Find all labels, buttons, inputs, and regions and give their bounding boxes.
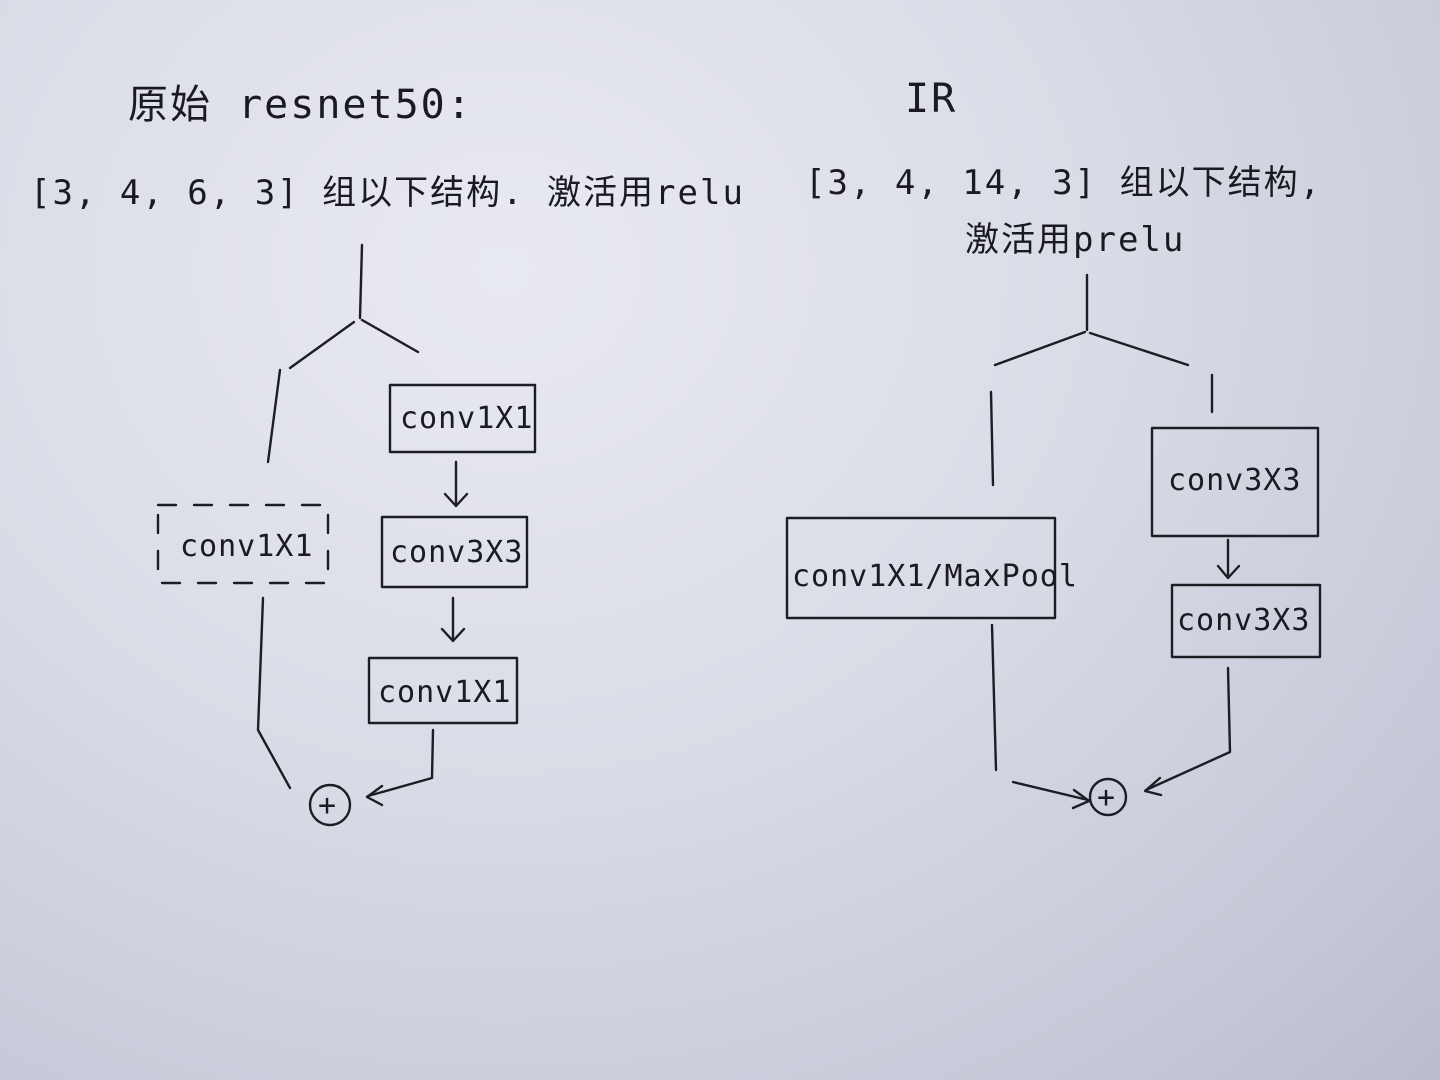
left-description: [3, 4, 6, 3] 组以下结构. 激活用relu [30,173,745,213]
right-shortcut-to-add-line [1011,780,1090,802]
right-split-right [1088,331,1190,367]
left-main-to-add-arrowhead [365,784,384,807]
left-input-line [358,243,364,320]
left-shortcut-line-bottom [256,596,292,790]
right-main-to-add-arrowhead [1143,776,1163,797]
right-description-line1: [3, 4, 14, 3] 组以下结构, [805,163,1323,203]
right-add-symbol: + [1097,780,1116,815]
right-main-box-1 [1150,426,1320,538]
left-split-left [288,320,356,370]
left-main-box-2-label: conv3X3 [390,535,523,570]
left-arrow-1-head [443,492,469,508]
left-add-circle [308,783,352,827]
left-main-box-1-label: conv1X1 [400,401,533,436]
right-add-circle [1088,777,1128,817]
right-title: IR [905,76,958,122]
right-shortcut-line-top [989,390,995,487]
right-shortcut-box-label: conv1X1/MaxPool [792,559,1078,594]
left-main-box-1 [388,383,537,454]
right-arrow-1-head [1216,564,1241,580]
left-shortcut-line-top [266,368,282,464]
left-main-box-3 [367,656,519,725]
left-main-to-add-line [366,728,435,798]
right-diagram: conv3X3 conv3X3 conv1X1/MaxPool + [785,273,1322,817]
left-title: 原始 resnet50: [128,82,473,128]
left-main-box-3-label: conv1X1 [378,675,511,710]
right-main-box-2 [1170,583,1322,659]
right-description-line2: 激活用prelu [965,220,1186,260]
left-split-right [360,318,420,354]
right-shortcut-line-bottom [990,623,998,772]
right-shortcut-box [785,516,1057,620]
right-main-to-add-line [1144,666,1232,792]
left-shortcut-box [156,503,330,585]
left-arrow-2-head [440,627,466,643]
left-add-symbol: + [318,788,337,823]
left-diagram: conv1X1 conv3X3 conv1X1 conv1X1 + [156,243,537,827]
left-main-box-2 [380,515,529,589]
right-main-box-1-label: conv3X3 [1168,463,1301,498]
left-shortcut-box-label: conv1X1 [180,529,313,564]
right-shortcut-to-add-arrowhead [1071,788,1091,810]
right-main-box-2-label: conv3X3 [1177,603,1310,638]
right-split-left [993,330,1087,367]
